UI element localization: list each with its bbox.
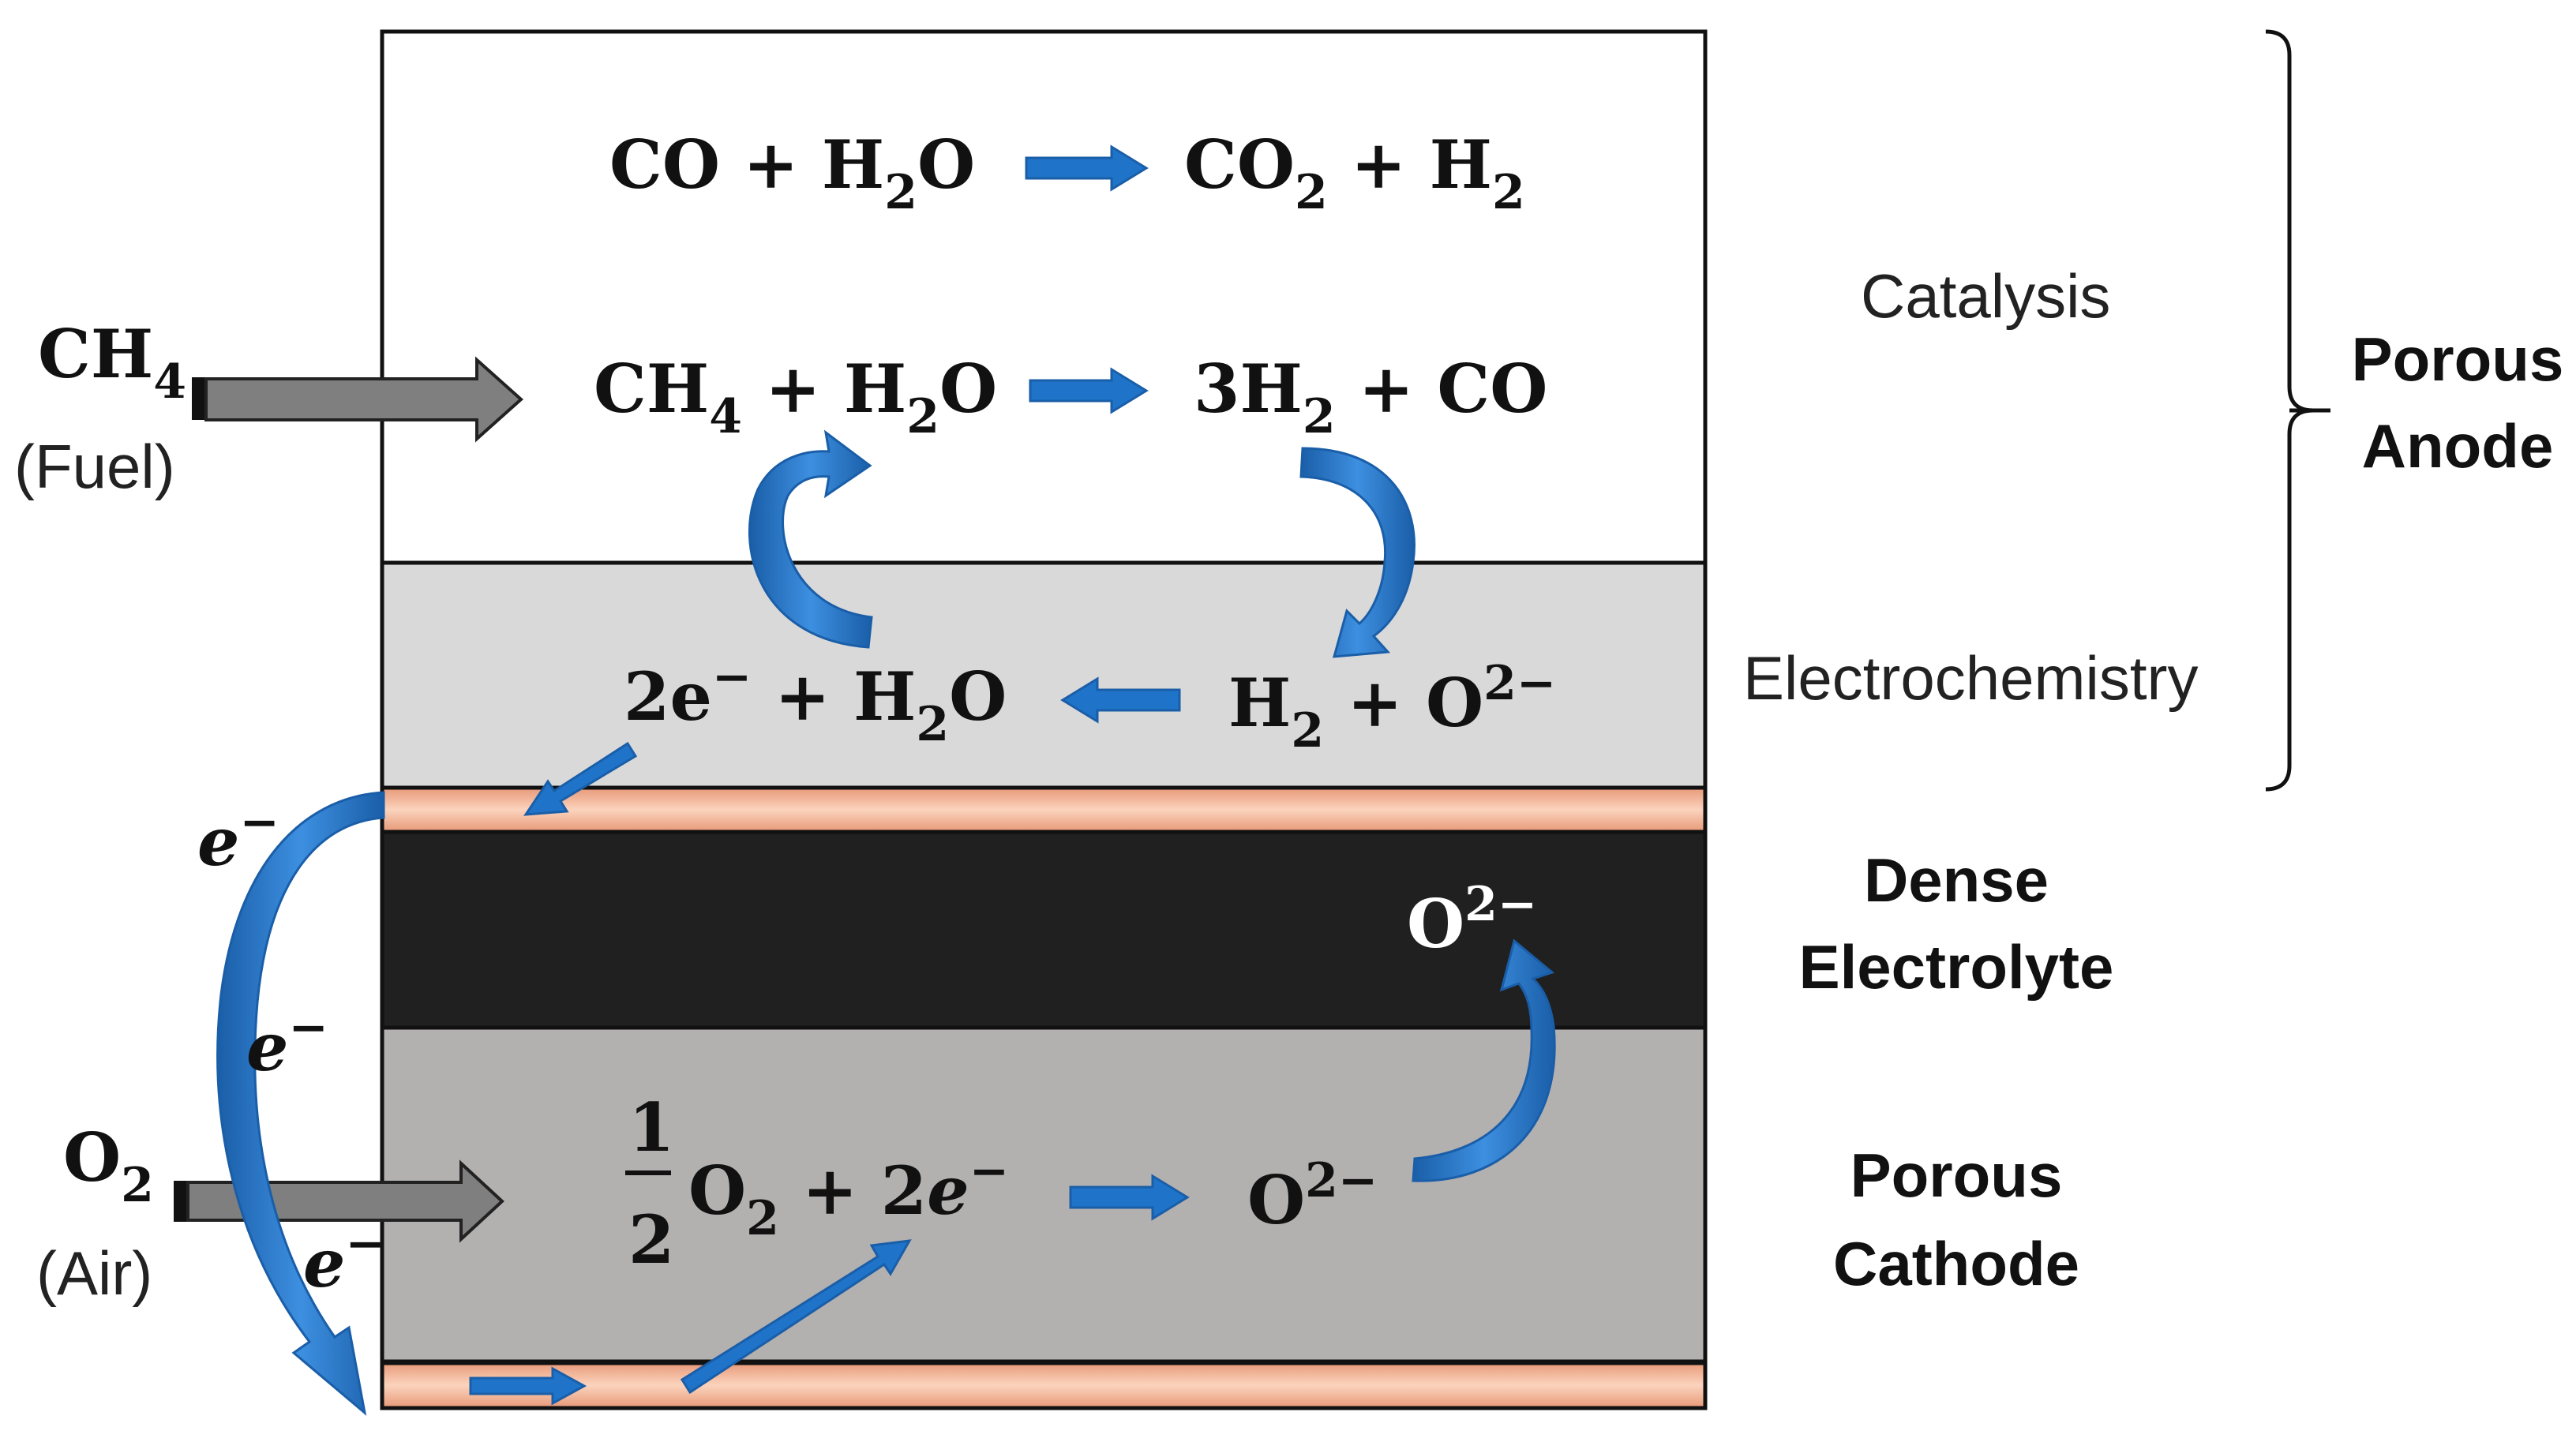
oxide-ion-transport-arrow	[1412, 938, 1556, 1182]
electron-collect-arrow	[523, 741, 638, 816]
porous-cathode-label-line1: Porous	[1850, 1140, 2063, 1210]
wgs-products: CO2 + H2	[1184, 125, 1525, 220]
electron-label-bottom: e−	[303, 1216, 385, 1302]
cathode-reactant-text: O2 + 2e−	[688, 1144, 1009, 1246]
reforming-products: 3H2 + CO	[1194, 350, 1547, 444]
reforming-arrow	[1029, 367, 1149, 414]
fuel-inlet-arrow	[192, 356, 524, 443]
porous-anode-label-line2: Anode	[2362, 411, 2554, 481]
cathode-reduction-product: O2−	[1247, 1153, 1378, 1239]
anode-oxidation-arrow	[1060, 676, 1181, 724]
anode-oxidation-reactants: H2 + O2−	[1228, 656, 1556, 758]
electron-label-middle: e−	[246, 1000, 328, 1086]
anode-current-collector	[380, 785, 1708, 834]
cathode-reduction-arrow	[1069, 1174, 1190, 1221]
electrolyte-oxide-ion: O2−	[1407, 877, 1537, 963]
catalysis-label: Catalysis	[1861, 261, 2110, 331]
dense-electrolyte-layer	[380, 830, 1708, 1030]
water-recycle-arrow	[748, 429, 873, 649]
air-species: O2	[63, 1118, 154, 1213]
air-label: (Air)	[36, 1238, 152, 1308]
electrochemistry-layer	[380, 560, 1708, 790]
anode-oxidation-products: 2e− + H2O	[624, 650, 1007, 752]
porous-cathode-layer	[380, 1025, 1708, 1365]
porous-anode-brace	[2265, 29, 2330, 792]
fuel-species: CH4	[38, 315, 186, 410]
wgs-reactants: CO + H2O	[609, 125, 975, 220]
external-electron-arrow	[216, 791, 385, 1416]
electron-supply-arrow	[680, 1239, 912, 1395]
half-numerator: 1	[628, 1088, 674, 1167]
porous-anode-label-line1: Porous	[2352, 324, 2564, 394]
wgs-arrow	[1025, 144, 1149, 192]
reforming-reactants: CH4 + H2O	[594, 350, 997, 444]
electrochemistry-label: Electrochemistry	[1743, 643, 2198, 713]
cathode-reduction-reactants: 1 2 O2 + 2e−	[625, 1088, 1009, 1279]
catalysis-layer	[380, 29, 1708, 565]
electron-label-top: e−	[197, 795, 279, 881]
dense-electrolyte-label-line1: Dense	[1864, 845, 2049, 915]
half-denominator: 2	[628, 1200, 674, 1279]
hydrogen-feed-arrow	[1299, 447, 1415, 658]
collector-electron-arrow	[469, 1366, 587, 1406]
fuel-label: (Fuel)	[14, 432, 175, 501]
dense-electrolyte-label-line2: Electrolyte	[1799, 932, 2114, 1002]
porous-cathode-label-line2: Cathode	[1833, 1229, 2079, 1298]
